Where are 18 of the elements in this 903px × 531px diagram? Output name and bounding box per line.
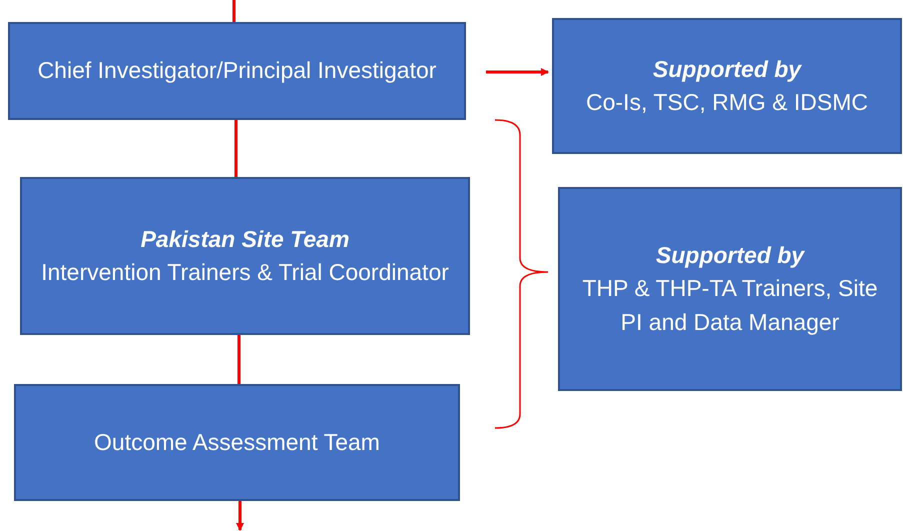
box-text: THP & THP-TA Trainers, Site PI and Data Manager [581, 274, 879, 337]
box-heading: Pakistan Site Team [140, 224, 350, 254]
process-box [552, 18, 902, 154]
process-box [558, 187, 902, 391]
connector-line [238, 335, 240, 384]
box-heading: Supported by [652, 54, 802, 84]
process-box [20, 177, 470, 335]
arrow [236, 501, 244, 531]
arrow [486, 68, 549, 76]
box-text: Chief Investigator/Principal Investigator [38, 56, 436, 86]
box-heading: Supported by [656, 240, 804, 270]
box-text: Intervention Trainers & Trial Coordinator [41, 258, 449, 287]
connector-line [234, 120, 238, 177]
connector-line [232, 0, 236, 22]
process-box [14, 384, 460, 501]
process-box [8, 22, 466, 120]
box-text: Outcome Assessment Team [94, 428, 380, 457]
box-text: Co-Is, TSC, RMG & IDSMC [586, 88, 868, 117]
